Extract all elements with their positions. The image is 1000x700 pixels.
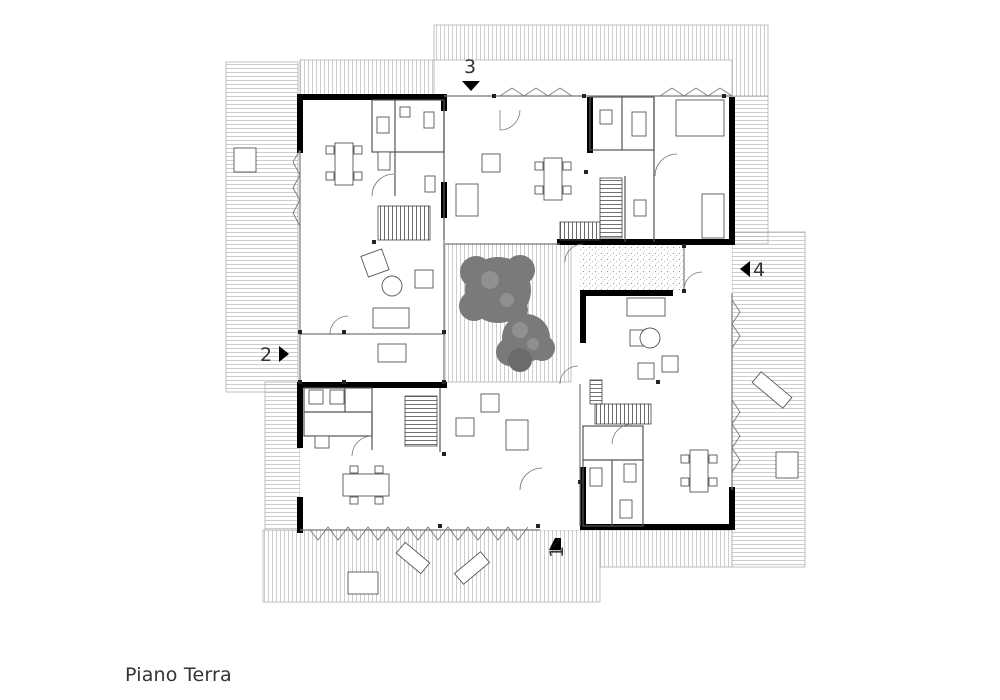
section-marker-1: 1 — [546, 538, 568, 558]
section-label-3: 3 — [464, 56, 476, 78]
section-label-2: 2 — [260, 344, 272, 366]
section-label-1: 1 — [546, 546, 568, 558]
section-marker-4: 4 — [740, 259, 765, 281]
section-marker-3: 3 — [462, 56, 480, 91]
stairs — [377, 177, 652, 447]
plan-caption: Piano Terra — [125, 664, 232, 686]
section-marker-2: 2 — [260, 344, 289, 366]
section-label-4: 4 — [753, 259, 765, 281]
furniture — [233, 99, 799, 595]
